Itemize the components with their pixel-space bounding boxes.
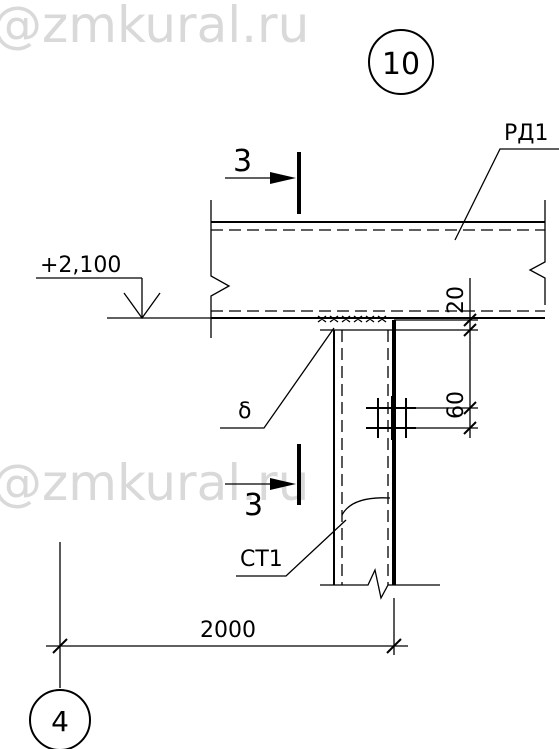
bolt-lower bbox=[366, 416, 416, 440]
weld-symbol bbox=[317, 315, 387, 323]
span-ticks bbox=[52, 638, 402, 654]
watermark-top: @zmkural.ru bbox=[0, 0, 309, 54]
column-break bbox=[357, 567, 440, 600]
beam-break-left bbox=[210, 200, 231, 338]
bolts bbox=[366, 396, 416, 440]
section-arrow-head-bottom bbox=[270, 478, 296, 490]
beam-break-right bbox=[528, 200, 546, 305]
callout-circle bbox=[368, 29, 434, 95]
section-letter-top: 3 bbox=[233, 144, 252, 179]
callout-number: 10 bbox=[382, 47, 420, 82]
axis-marker-circle bbox=[29, 689, 91, 749]
vertical-dimensions: 20 60 bbox=[394, 278, 478, 438]
bolt-upper bbox=[366, 396, 416, 420]
span-dimension: 2000 bbox=[46, 542, 408, 688]
weld-label: δ bbox=[238, 399, 251, 424]
beam-leader bbox=[454, 148, 559, 241]
beam-label: РД1 bbox=[454, 121, 559, 241]
span-value: 2000 bbox=[200, 618, 256, 643]
beam bbox=[210, 200, 546, 338]
section-marker-top: 3 bbox=[225, 144, 301, 214]
column-mark: СТ1 bbox=[240, 547, 283, 572]
detail-callout: 10 bbox=[368, 29, 434, 95]
section-marker-bottom: 3 bbox=[225, 444, 301, 523]
level-mark: +2,100 bbox=[36, 253, 211, 320]
column-label: СТ1 bbox=[236, 497, 391, 577]
watermark-middle: @zmkural.ru bbox=[0, 454, 309, 512]
section-letter-bottom: 3 bbox=[244, 488, 263, 523]
axis-marker: 4 bbox=[29, 689, 91, 749]
dim-gap-label: 20 bbox=[444, 286, 469, 314]
level-value: +2,100 bbox=[40, 253, 121, 278]
beam-mark: РД1 bbox=[504, 121, 548, 146]
column-profile-arc bbox=[341, 497, 391, 516]
dim-bolt-pitch-label: 60 bbox=[444, 391, 469, 419]
axis-marker-label: 4 bbox=[51, 705, 69, 738]
section-arrow-head-top bbox=[270, 172, 296, 184]
weld-leader bbox=[220, 327, 335, 429]
column-leader bbox=[236, 519, 347, 577]
weld-seam: δ bbox=[220, 315, 387, 429]
column bbox=[320, 320, 440, 600]
dim-ticks bbox=[463, 313, 477, 435]
